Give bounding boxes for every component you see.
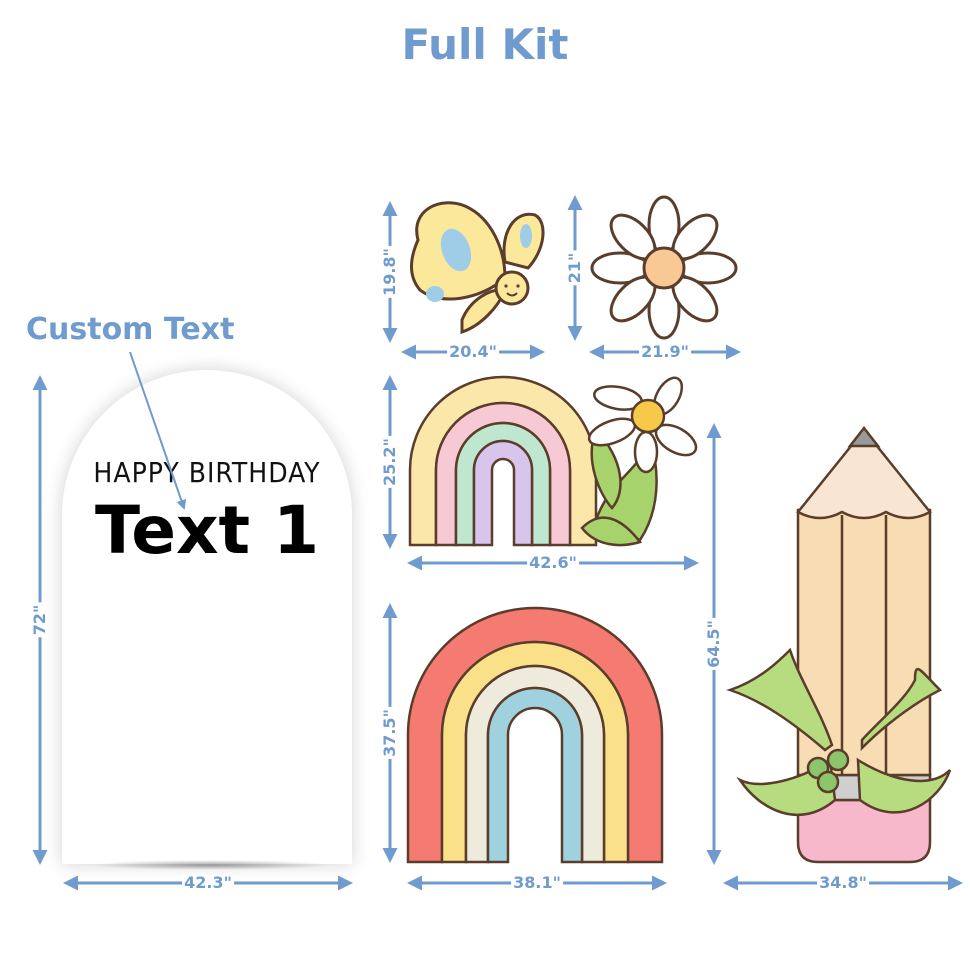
bright-rainbow-illustration — [406, 606, 664, 864]
arch-width-label: 42.3" — [182, 873, 234, 892]
butterfly-width-label: 20.4" — [447, 342, 499, 361]
pencil-height-label: 64.5" — [704, 618, 723, 670]
custom-text-pointer-arrow — [129, 351, 187, 510]
daisy-width-label: 21.9" — [639, 342, 691, 361]
pastel-rainbow-width-label: 42.6" — [527, 553, 579, 572]
butterfly-illustration — [410, 201, 545, 335]
arch-backdrop — [62, 370, 352, 864]
pencil-width-label: 34.8" — [817, 873, 869, 892]
pencil-illustration — [726, 425, 952, 864]
arch-floor-shadow — [90, 860, 330, 870]
backdrop-line-2: Text 1 — [94, 492, 320, 569]
butterfly-height-label: 19.8" — [380, 246, 399, 298]
pastel-rainbow-height-label: 25.2" — [380, 436, 399, 488]
arch-height-label: 72" — [30, 602, 49, 638]
pastel-rainbow-illustration — [408, 375, 698, 547]
custom-text-label: Custom Text — [26, 312, 235, 347]
page-title: Full Kit — [401, 20, 569, 69]
backdrop-line-1: HAPPY BIRTHDAY — [93, 456, 321, 489]
bright-rainbow-width-label: 38.1" — [511, 873, 563, 892]
bright-rainbow-height-label: 37.5" — [380, 707, 399, 759]
daisy-illustration — [590, 195, 738, 340]
daisy-height-label: 21" — [565, 250, 584, 286]
